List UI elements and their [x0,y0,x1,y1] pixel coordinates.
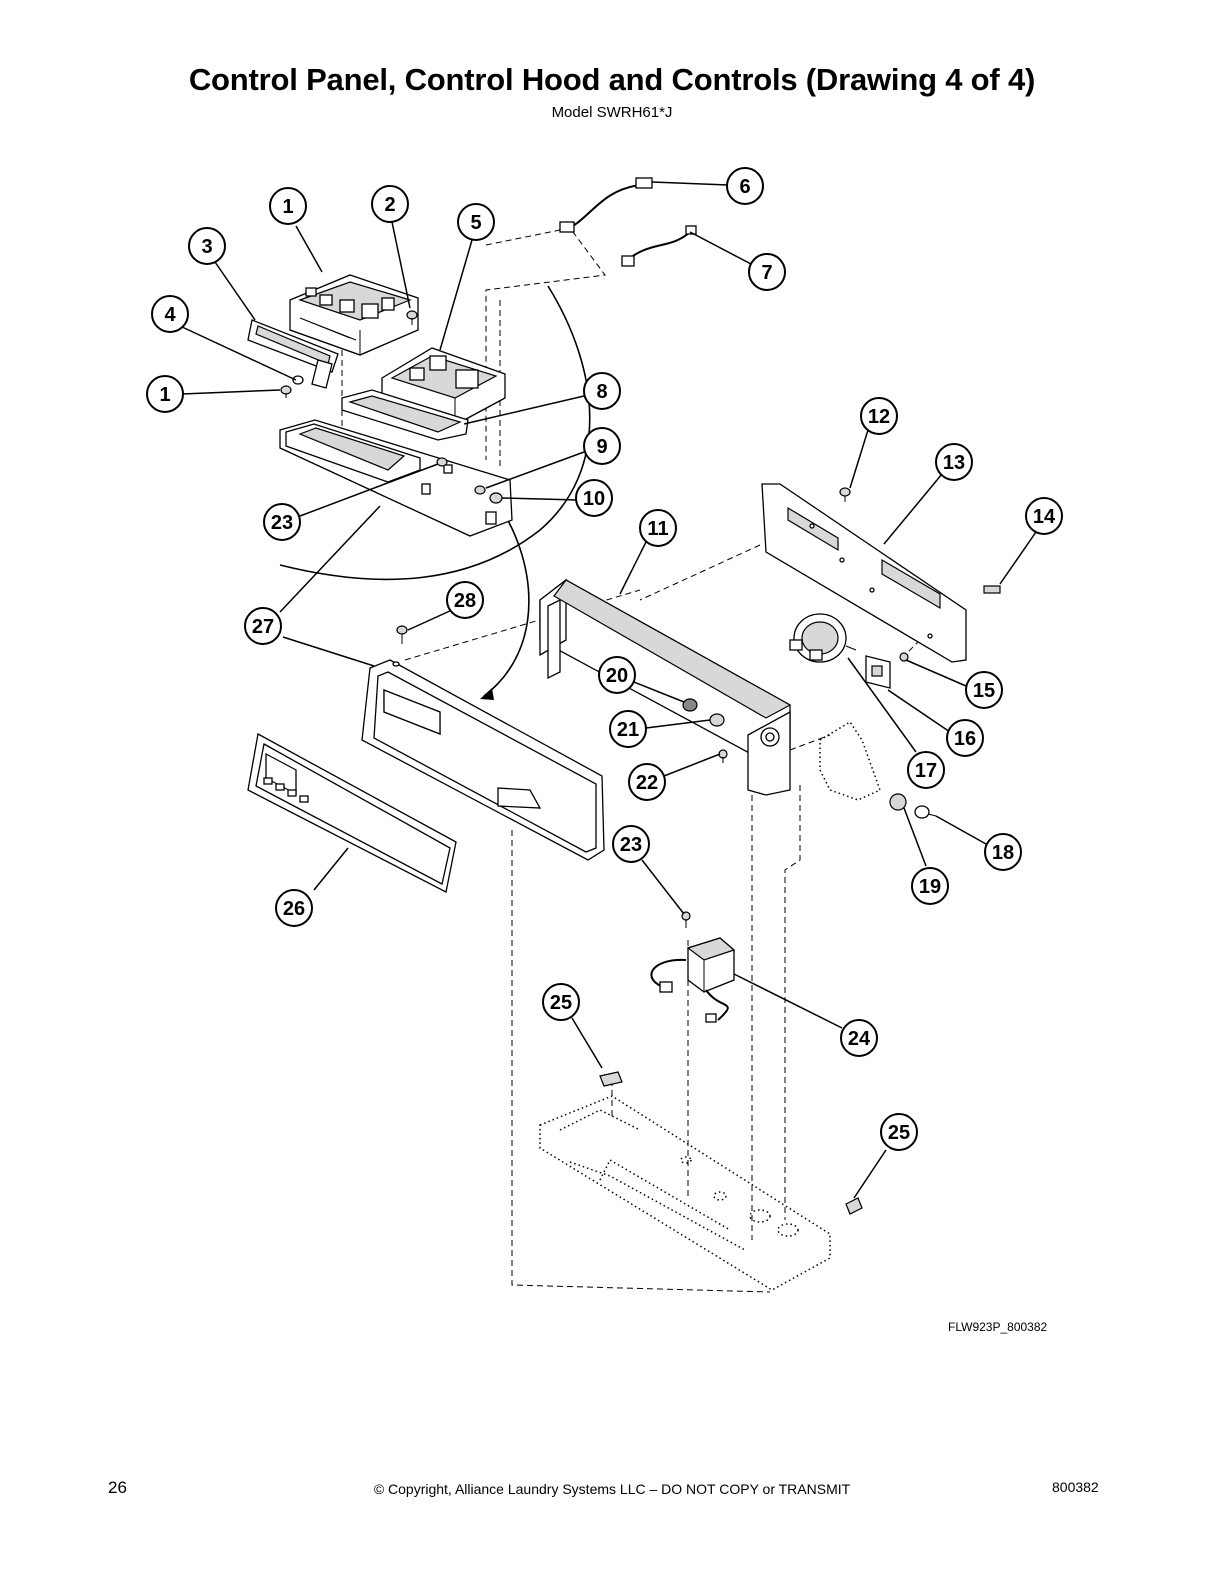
switch-16 [865,655,891,689]
clip-parts [436,457,503,504]
svg-text:3: 3 [201,236,212,258]
callout: 6 [726,167,764,205]
callout: 1 [269,187,307,225]
callout: 19 [911,867,949,905]
document-number: 800382 [1052,1479,1099,1495]
copyright-notice: © Copyright, Alliance Laundry Systems LL… [373,1481,851,1497]
svg-text:28: 28 [454,590,476,612]
callout: 20 [598,656,636,694]
knob-outline [819,720,881,801]
screw-12 [839,487,851,502]
svg-text:19: 19 [919,876,941,898]
callout: 13 [935,443,973,481]
screw-28 [396,625,408,644]
console-tray [279,419,513,537]
svg-text:23: 23 [620,834,642,856]
callout: 2 [371,185,409,223]
svg-text:14: 14 [1033,506,1056,528]
screw-part [406,310,418,325]
svg-text:1: 1 [159,384,170,406]
nut-15 [899,652,909,662]
callout: 15 [965,671,1003,709]
transformer [650,911,736,1023]
small-part-14 [983,585,1001,594]
callout: 23 [612,825,650,863]
svg-text:26: 26 [283,898,305,920]
control-panel [361,659,605,861]
control-board [289,274,419,356]
detail-arc [279,285,591,581]
callout: 24 [840,1019,878,1057]
callout: 26 [275,889,313,927]
callout: 16 [946,719,984,757]
callout: 10 [575,479,613,517]
washer-and-screw [280,375,304,398]
shield [341,389,469,441]
wire-harness [559,177,697,267]
callout: 12 [860,397,898,435]
svg-text:21: 21 [617,719,639,741]
svg-text:27: 27 [252,616,274,638]
callout: 22 [628,763,666,801]
svg-text:11: 11 [647,518,668,540]
callout: 23 [263,503,301,541]
callout: 11 [639,509,677,547]
leader-lines [179,181,1037,1199]
svg-text:4: 4 [164,304,176,326]
svg-text:12: 12 [868,406,890,428]
callout-circles: 1 2 3 4 1 5 6 7 8 9 10 23 27 28 11 12 13… [146,167,1063,1151]
knob-hardware [889,793,937,819]
svg-text:22: 22 [636,772,658,794]
svg-text:6: 6 [739,176,750,198]
svg-text:25: 25 [550,992,572,1014]
svg-text:25: 25 [888,1122,910,1144]
callout: 7 [748,253,786,291]
callout: 1 [146,375,184,413]
callout: 14 [1025,497,1063,535]
bracket [247,319,339,389]
callout: 21 [609,710,647,748]
callout: 25 [880,1113,918,1151]
svg-text:2: 2 [384,194,395,216]
callout: 5 [457,203,495,241]
svg-text:15: 15 [973,680,995,702]
svg-text:16: 16 [954,728,976,750]
svg-text:7: 7 [761,262,772,284]
console-overlay [247,732,457,893]
svg-text:8: 8 [596,381,607,403]
svg-text:9: 9 [596,436,607,458]
control-hood [539,578,792,796]
label-25a [599,1071,623,1087]
callout: 17 [907,751,945,789]
svg-text:20: 20 [606,665,628,687]
svg-text:23: 23 [271,512,293,534]
callout: 27 [244,607,282,645]
callout: 9 [583,427,621,465]
svg-text:17: 17 [915,760,937,782]
callout: 4 [151,295,189,333]
cabinet-top-outline [539,1095,831,1291]
label-25b [845,1197,863,1215]
page-number: 26 [108,1478,127,1497]
figure-id: FLW923P_800382 [948,1320,1048,1334]
mounting-plate [761,483,967,663]
svg-text:24: 24 [848,1028,871,1050]
model-label: Model SWRH61*J [551,104,673,121]
svg-text:10: 10 [583,488,605,510]
callout: 28 [446,581,484,619]
svg-text:5: 5 [470,212,481,234]
callout: 18 [984,833,1022,871]
svg-text:18: 18 [992,842,1014,864]
callout: 3 [188,227,226,265]
rotary-switch [789,613,857,663]
callout: 25 [542,983,580,1021]
arrow-head [480,688,494,700]
svg-text:1: 1 [282,196,293,218]
page-title: Control Panel, Control Hood and Controls… [188,62,1036,97]
callout: 8 [583,372,621,410]
svg-text:13: 13 [943,452,965,474]
